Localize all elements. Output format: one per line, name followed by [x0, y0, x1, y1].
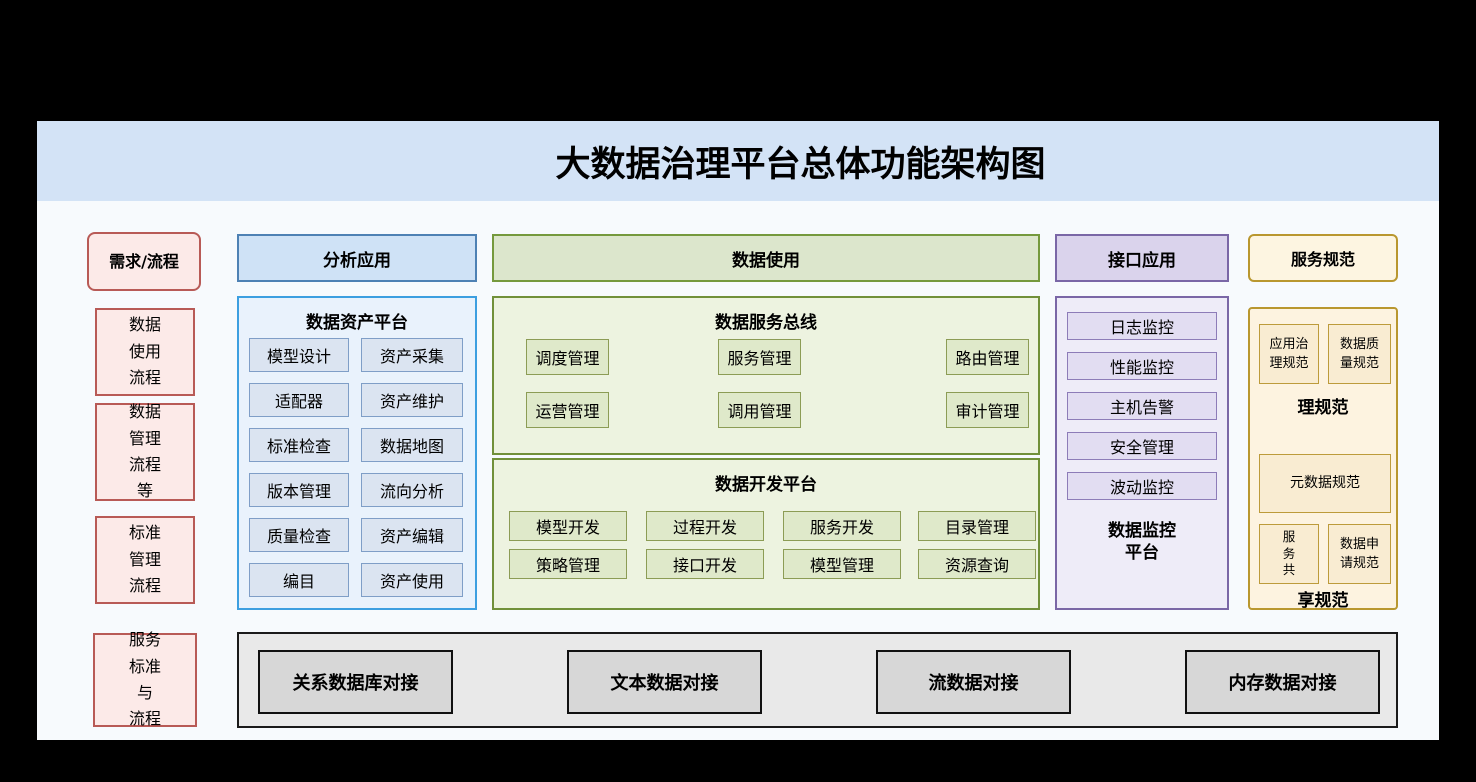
asset-item: 资产编辑	[361, 518, 463, 552]
service-bus-item: 运营管理	[526, 392, 609, 428]
spec-item: 应用治 理规范	[1259, 324, 1319, 384]
flow-item: 数据 使用 流程	[95, 308, 195, 396]
monitor-item: 日志监控	[1067, 312, 1217, 340]
data-access-item: 关系数据库对接	[258, 650, 453, 714]
asset-item: 质量检查	[249, 518, 349, 552]
asset-item: 资产采集	[361, 338, 463, 372]
asset-item: 流向分析	[361, 473, 463, 507]
data-access-item: 内存数据对接	[1185, 650, 1380, 714]
data-usage-header: 数据使用	[492, 234, 1040, 282]
service-bus-item: 服务管理	[718, 339, 801, 375]
monitor-platform-label: 数据监控 平台	[1108, 521, 1176, 564]
service-bus-item: 调度管理	[526, 339, 609, 375]
data-access-item: 文本数据对接	[567, 650, 762, 714]
spec-item: 服 务 共	[1259, 524, 1319, 584]
monitor-item: 性能监控	[1067, 352, 1217, 380]
service-bus-item: 路由管理	[946, 339, 1029, 375]
asset-item: 数据地图	[361, 428, 463, 462]
spec-item: 数据质 量规范	[1328, 324, 1391, 384]
flow-header-box: 需求/流程	[87, 232, 201, 291]
dev-platform-title: 数据开发平台	[715, 475, 817, 495]
service-spec-box: 应用治 理规范 数据质 量规范 理规范 元数据规范 服 务 共 数据申 请规范 …	[1248, 307, 1398, 611]
flow-item: 数据 管理 流程 等	[95, 402, 195, 501]
data-access-item: 流数据对接	[876, 650, 1071, 714]
sharing-label: 享规范	[1297, 591, 1349, 611]
dev-item: 模型管理	[783, 549, 901, 579]
analysis-header: 分析应用	[237, 234, 477, 282]
governance-label: 理规范	[1297, 398, 1349, 418]
asset-item: 编目	[249, 563, 349, 597]
dev-item: 服务开发	[783, 511, 901, 541]
monitor-item: 主机告警	[1067, 392, 1217, 420]
dev-item: 资源查询	[918, 549, 1036, 579]
monitor-item: 安全管理	[1067, 432, 1217, 460]
dev-item: 目录管理	[918, 511, 1036, 541]
spec-item: 数据申 请规范	[1328, 524, 1391, 584]
diagram-canvas: 大数据治理平台总体功能架构图 需求/流程 数据 使用 流程 数据 管理 流程 等…	[37, 121, 1439, 740]
dev-item: 过程开发	[646, 511, 764, 541]
service-bus-item: 审计管理	[946, 392, 1029, 428]
dev-platform-box: 数据开发平台 模型开发 过程开发 服务开发 目录管理 策略管理 接口开发 模型管…	[492, 458, 1040, 610]
dev-item: 接口开发	[646, 549, 764, 579]
asset-platform-grid: 模型设计 资产采集 适配器 资产维护 标准检查 数据地图 版本管理 流向分析 质…	[249, 338, 463, 597]
asset-platform-title: 数据资产平台	[306, 313, 408, 333]
title-band: 大数据治理平台总体功能架构图	[37, 121, 1439, 201]
asset-item: 适配器	[249, 383, 349, 417]
service-bus-item: 调用管理	[718, 392, 801, 428]
asset-platform-box: 数据资产平台 模型设计 资产采集 适配器 资产维护 标准检查 数据地图 版本管理…	[237, 296, 477, 610]
asset-item: 模型设计	[249, 338, 349, 372]
asset-item: 标准检查	[249, 428, 349, 462]
flow-item: 服务 标准 与 流程	[93, 630, 197, 728]
service-spec-header: 服务规范	[1248, 234, 1398, 282]
monitor-item: 波动监控	[1067, 472, 1217, 500]
spec-item: 元数据规范	[1259, 454, 1391, 513]
service-bus-box: 数据服务总线 调度管理 服务管理 路由管理 运营管理 调用管理 审计管理	[492, 296, 1040, 455]
page-title: 大数据治理平台总体功能架构图	[555, 144, 1046, 185]
monitor-platform-box: 日志监控 性能监控 主机告警 安全管理 波动监控 数据监控 平台	[1055, 296, 1229, 610]
dev-item: 模型开发	[509, 511, 627, 541]
asset-item: 资产维护	[361, 383, 463, 417]
service-bus-title: 数据服务总线	[715, 313, 817, 333]
flow-item: 标准 管理 流程	[95, 516, 195, 604]
interface-header: 接口应用	[1055, 234, 1229, 282]
data-access-bar: 关系数据库对接 文本数据对接 流数据对接 内存数据对接	[237, 632, 1398, 728]
asset-item: 版本管理	[249, 473, 349, 507]
asset-item: 资产使用	[361, 563, 463, 597]
dev-item: 策略管理	[509, 549, 627, 579]
